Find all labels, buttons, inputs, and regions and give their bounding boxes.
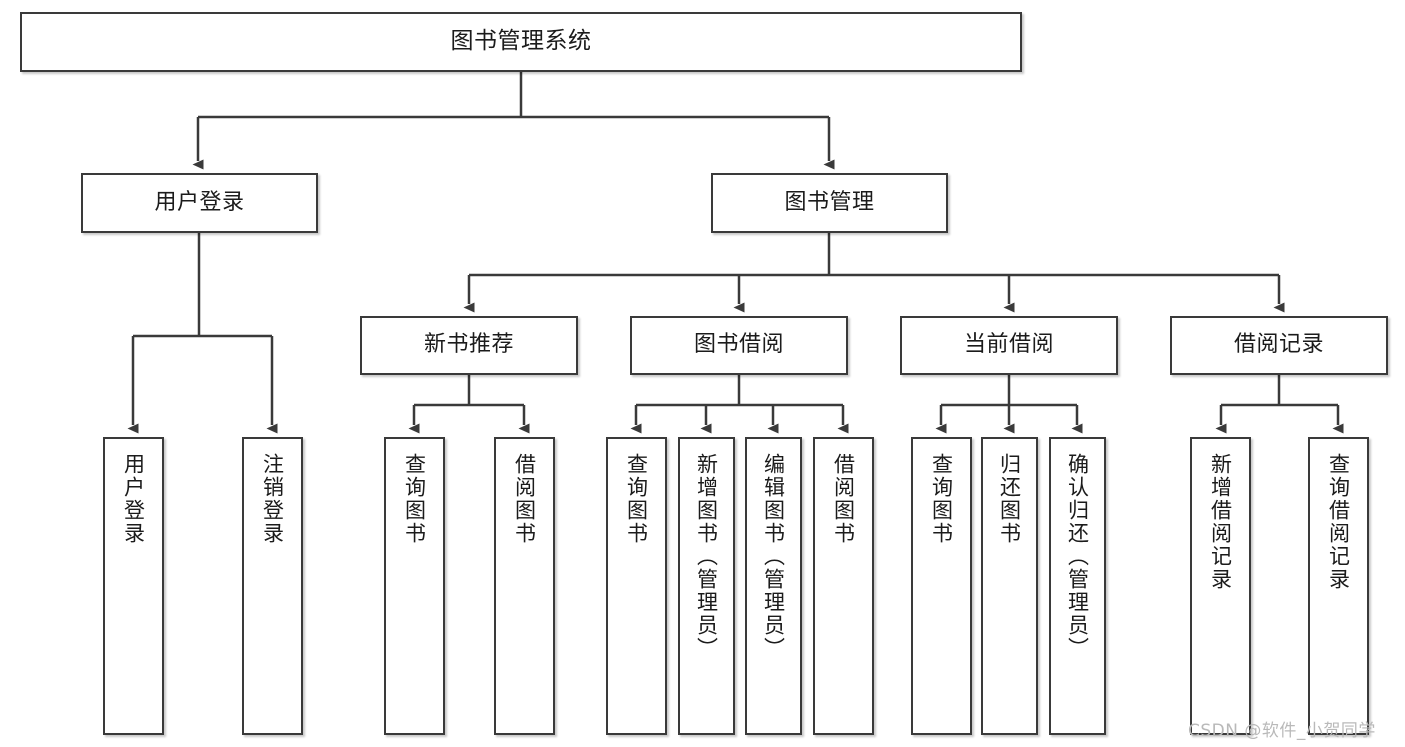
node-book-manage-label: 图书管理	[784, 189, 875, 215]
node-leaf-query-book-1-label: 查询图书	[402, 453, 427, 545]
node-book-borrow[interactable]: 图书借阅	[630, 316, 848, 375]
node-user-login[interactable]: 用户登录	[81, 173, 318, 233]
node-leaf-user-login[interactable]: 用户登录	[103, 437, 164, 735]
node-new-book-rec-label: 新书推荐	[423, 332, 514, 358]
node-user-login-label: 用户登录	[154, 189, 245, 215]
node-leaf-query-book-2[interactable]: 查询图书	[606, 437, 667, 735]
node-leaf-borrow-book-2[interactable]: 借阅图书	[813, 437, 874, 735]
node-leaf-query-record-label: 查询借阅记录	[1326, 453, 1351, 591]
node-leaf-confirm-return[interactable]: 确认归还（管理员）	[1049, 437, 1106, 735]
node-book-borrow-label: 图书借阅	[693, 332, 784, 358]
node-leaf-add-book[interactable]: 新增图书（管理员）	[678, 437, 735, 735]
node-borrow-record[interactable]: 借阅记录	[1170, 316, 1388, 375]
node-leaf-edit-book-label: 编辑图书（管理员）	[761, 453, 786, 660]
node-root-label: 图书管理系统	[450, 28, 592, 55]
node-leaf-logout-label: 注销登录	[260, 453, 285, 545]
node-leaf-add-book-label: 新增图书（管理员）	[694, 453, 719, 660]
node-leaf-add-record-label: 新增借阅记录	[1208, 453, 1233, 591]
node-leaf-query-book-1[interactable]: 查询图书	[384, 437, 445, 735]
node-leaf-add-record[interactable]: 新增借阅记录	[1190, 437, 1251, 735]
node-leaf-borrow-book-1-label: 借阅图书	[512, 453, 537, 545]
node-root[interactable]: 图书管理系统	[20, 12, 1022, 72]
node-borrow-record-label: 借阅记录	[1233, 332, 1324, 358]
node-book-manage[interactable]: 图书管理	[711, 173, 948, 233]
node-leaf-edit-book[interactable]: 编辑图书（管理员）	[745, 437, 802, 735]
node-leaf-confirm-return-label: 确认归还（管理员）	[1065, 453, 1090, 660]
node-current-borrow[interactable]: 当前借阅	[900, 316, 1118, 375]
node-leaf-borrow-book-1[interactable]: 借阅图书	[494, 437, 555, 735]
csdn-watermark: CSDN @软件_小贺同学	[1188, 721, 1376, 741]
node-leaf-borrow-book-2-label: 借阅图书	[831, 453, 856, 545]
node-leaf-query-book-3-label: 查询图书	[929, 453, 954, 545]
node-leaf-logout[interactable]: 注销登录	[242, 437, 303, 735]
node-leaf-query-record[interactable]: 查询借阅记录	[1308, 437, 1369, 735]
node-leaf-user-login-label: 用户登录	[121, 453, 146, 545]
node-leaf-return-book-label: 归还图书	[997, 453, 1022, 545]
node-new-book-rec[interactable]: 新书推荐	[360, 316, 578, 375]
node-leaf-query-book-3[interactable]: 查询图书	[911, 437, 972, 735]
node-leaf-return-book[interactable]: 归还图书	[981, 437, 1038, 735]
node-leaf-query-book-2-label: 查询图书	[624, 453, 649, 545]
node-current-borrow-label: 当前借阅	[963, 332, 1054, 358]
